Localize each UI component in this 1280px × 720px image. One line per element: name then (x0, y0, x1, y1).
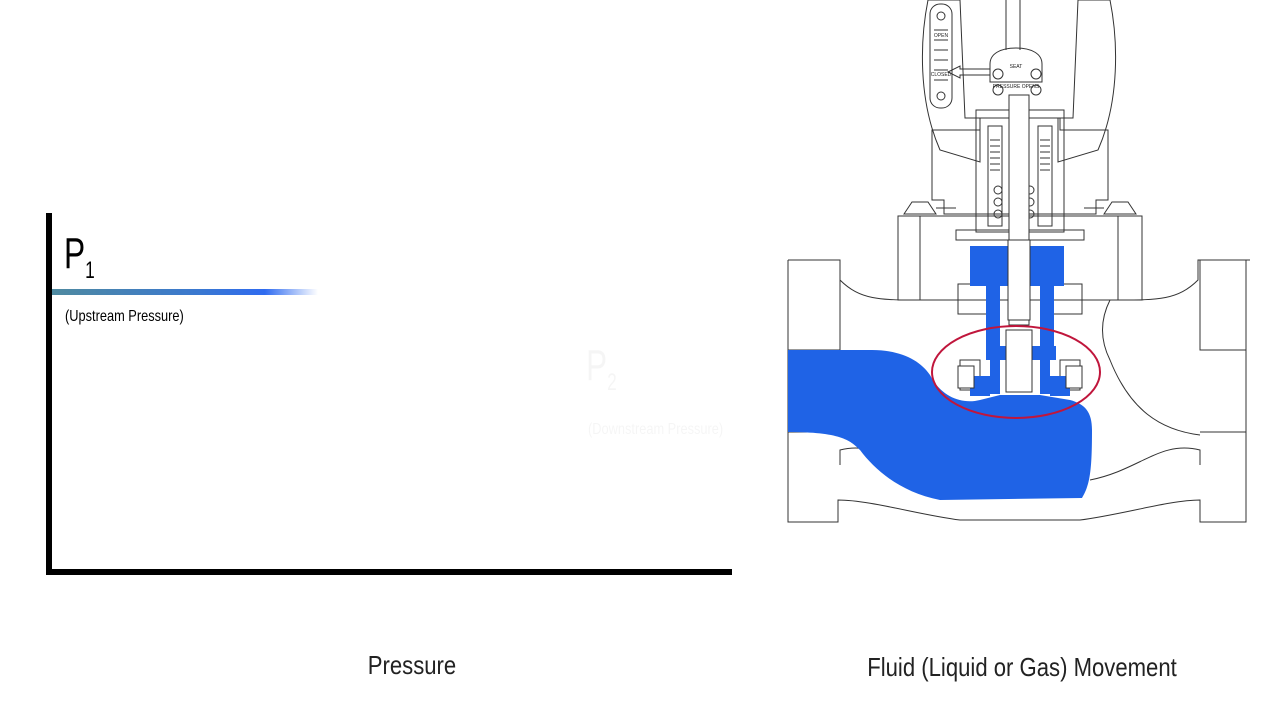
p1-caption: (Upstream Pressure) (65, 308, 184, 325)
p2-subscript: 2 (607, 369, 617, 396)
p1-symbol: P (64, 229, 86, 278)
p1-pressure-level-line (52, 289, 318, 295)
p1-subscript: 1 (85, 257, 95, 284)
pressure-axis-y (46, 213, 52, 575)
pressure-axis-x (46, 569, 732, 575)
pressure-caption: Pressure (367, 650, 457, 680)
p2-symbol: P (586, 341, 607, 390)
fluid-flow-region (788, 246, 1092, 500)
control-valve-cross-section: OPEN CLOSED SEAT PRESSURE OPENS (787, 0, 1250, 523)
seat-highlight-ring (931, 325, 1101, 419)
scale-open-label: OPEN (934, 33, 949, 39)
yoke-outline (921, 0, 981, 163)
pressure-opens-label: PRESSURE OPENS (993, 84, 1040, 90)
p2-caption: (Downstream Pressure) (588, 421, 723, 439)
p1-label: P1 (64, 232, 95, 283)
scale-closed-label: CLOSED (931, 72, 952, 78)
seat-label: SEAT (1010, 64, 1023, 70)
fluid-movement-caption: Fluid (Liquid or Gas) Movement (867, 652, 1177, 682)
p2-label: P2 (586, 344, 617, 395)
